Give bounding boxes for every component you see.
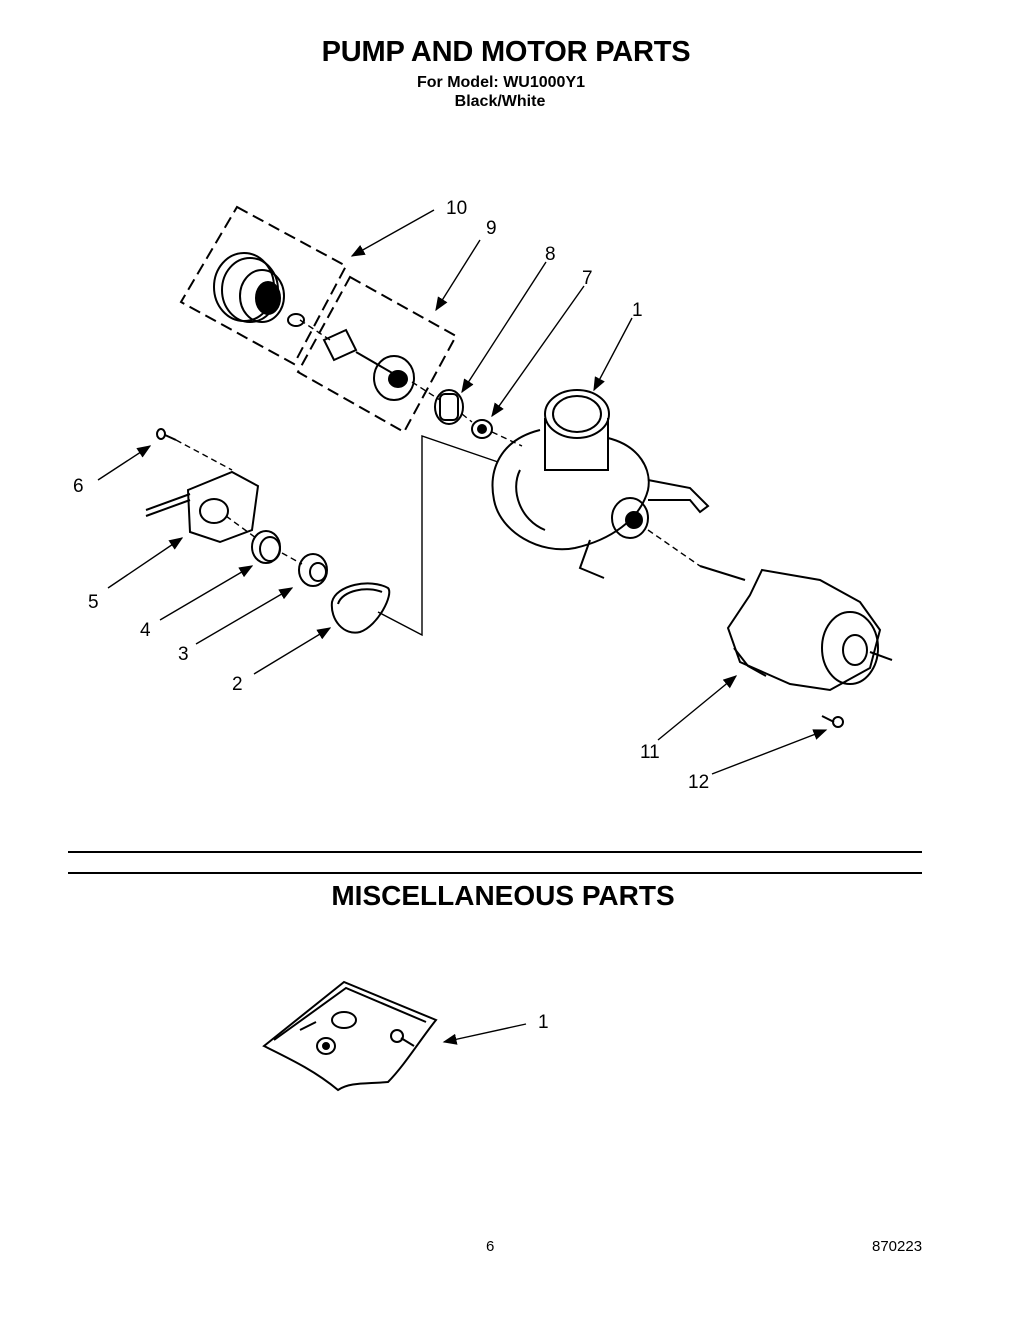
callout-9: 9 xyxy=(486,218,497,239)
part-7-washer xyxy=(471,419,493,439)
callout-12: 12 xyxy=(688,772,710,793)
callout-2: 2 xyxy=(232,674,243,695)
part-12-bolt xyxy=(821,715,844,728)
bracket-line xyxy=(377,435,499,637)
assembly-lines xyxy=(175,319,701,567)
callout-7: 7 xyxy=(582,268,593,289)
callout-6: 6 xyxy=(73,476,84,497)
color-line: Black/White xyxy=(454,93,546,110)
callout-5: 5 xyxy=(88,592,99,613)
misc-section-title: MISCELLANEOUS PARTS xyxy=(331,880,675,911)
callout-1: 1 xyxy=(632,300,643,321)
part-9-impeller-kit xyxy=(296,275,458,434)
document-code: 870223 xyxy=(872,1238,923,1255)
callout-11: 11 xyxy=(640,742,660,763)
part-1-pump-housing xyxy=(491,389,710,579)
part-11-motor xyxy=(699,565,893,692)
misc-parts-bag xyxy=(262,980,527,1092)
part-8-seal xyxy=(434,389,464,425)
callout-3: 3 xyxy=(178,644,189,665)
callout-4: 4 xyxy=(140,620,151,641)
part-2-gasket xyxy=(330,582,391,634)
page-title: PUMP AND MOTOR PARTS xyxy=(321,36,691,68)
callout-8: 8 xyxy=(545,244,556,265)
page-number: 6 xyxy=(486,1238,495,1255)
part-10-pulley-kit xyxy=(179,205,348,366)
callout-10: 10 xyxy=(446,198,468,219)
part-3-fitting xyxy=(298,553,328,587)
part-6-screw xyxy=(156,428,177,441)
part-4-ring xyxy=(251,530,281,564)
misc-callout-1: 1 xyxy=(538,1012,549,1033)
leader-lines xyxy=(97,209,828,775)
model-line: For Model: WU1000Y1 xyxy=(416,74,586,91)
section-divider xyxy=(68,851,922,874)
part-5-pump-cover xyxy=(145,470,260,544)
